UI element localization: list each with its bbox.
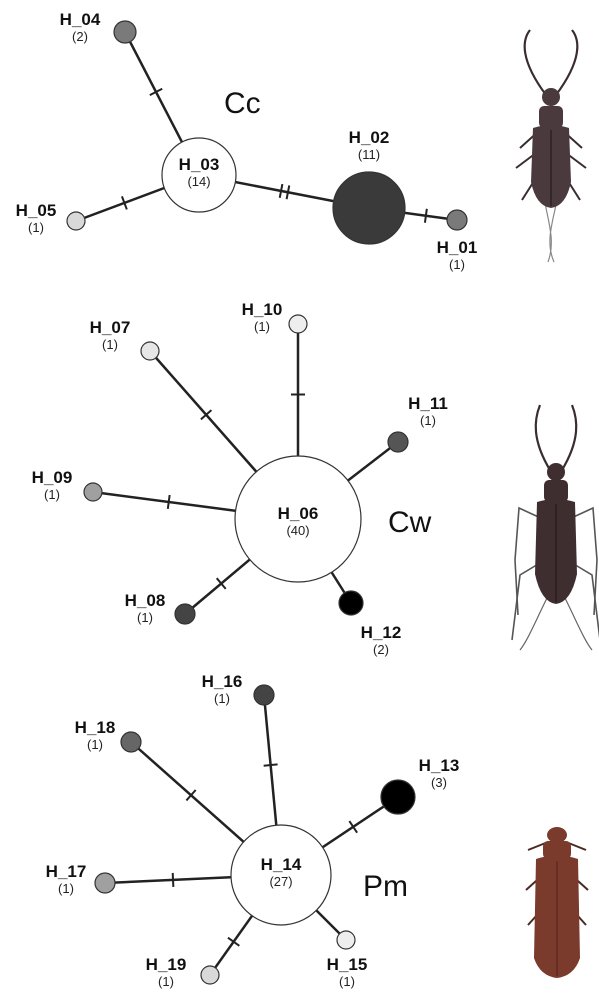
haplotype-label: H_19: [146, 955, 187, 974]
haplotype-count: (1): [339, 974, 355, 989]
mutation-tick: [425, 209, 427, 223]
haplotype-count: (1): [137, 610, 153, 625]
haplotype-count: (11): [358, 147, 380, 162]
haplotype-count: (1): [254, 319, 270, 334]
haplotype-count: (27): [269, 874, 292, 889]
haplotype-count: (1): [158, 974, 174, 989]
haplotype-node-h_08: [175, 604, 195, 624]
haplotype-label: H_17: [46, 862, 87, 881]
haplotype-label: H_15: [327, 955, 368, 974]
haplotype-node-h_13: [381, 780, 415, 814]
haplotype-node-h_18: [121, 732, 141, 752]
haplotype-label: H_14: [261, 855, 302, 874]
haplotype-label: H_18: [75, 718, 116, 737]
haplotype-label: H_06: [278, 504, 319, 523]
species-label-pm: Pm: [363, 870, 408, 903]
haplotype-count: (1): [28, 220, 44, 235]
haplotype-label: H_01: [437, 238, 478, 257]
haplotype-label: H_12: [361, 623, 402, 642]
haplotype-count: (1): [449, 257, 465, 272]
haplotype-count: (2): [373, 642, 389, 657]
haplotype-label: H_11: [408, 394, 448, 413]
haplotype-node-h_04: [114, 21, 136, 43]
haplotype-label: H_09: [32, 468, 73, 487]
mutation-tick: [168, 495, 170, 509]
haplotype-node-h_17: [95, 873, 115, 893]
haplotype-count: (1): [44, 487, 60, 502]
haplotype-node-h_15: [337, 931, 355, 949]
haplotype-node-h_12: [339, 591, 363, 615]
haplotype-count: (1): [420, 413, 436, 428]
haplotype-count: (14): [187, 174, 210, 189]
beetle-image-pm: [526, 827, 588, 978]
haplotype-count: (1): [102, 337, 118, 352]
beetle-image-cw: [512, 405, 599, 650]
beetle-image-cc: [516, 30, 586, 262]
haplotype-label: H_07: [90, 318, 131, 337]
mutation-tick: [349, 821, 357, 833]
haplotype-count: (2): [72, 29, 88, 44]
haplotype-label: H_03: [179, 155, 220, 174]
mutation-tick: [264, 764, 278, 765]
haplotype-node-h_10: [289, 315, 307, 333]
haplotype-node-h_11: [388, 432, 408, 452]
haplotype-node-h_09: [84, 483, 102, 501]
haplotype-label: H_13: [419, 756, 460, 775]
haplotype-node-h_02: [333, 172, 405, 244]
haplotype-label: H_08: [125, 591, 166, 610]
haplotype-node-h_05: [67, 212, 85, 230]
haplotype-label: H_16: [202, 672, 243, 691]
mutation-tick: [173, 873, 174, 887]
species-label-cw: Cw: [388, 506, 432, 539]
haplotype-node-h_07: [141, 342, 159, 360]
haplotype-node-h_01: [447, 210, 467, 230]
haplotype-count: (1): [58, 881, 74, 896]
haplotype-count: (3): [431, 775, 447, 790]
haplotype-label: H_04: [60, 10, 101, 29]
haplotype-label: H_02: [349, 128, 390, 147]
mutation-tick: [280, 184, 283, 198]
mutation-tick: [287, 185, 290, 199]
haplotype-count: (1): [214, 691, 230, 706]
haplotype-count: (1): [87, 737, 103, 752]
haplotype-node-h_19: [201, 966, 219, 984]
haplotype-label: H_05: [16, 201, 57, 220]
haplotype-node-h_16: [254, 685, 274, 705]
mutation-tick: [228, 938, 239, 946]
haplotype-count: (40): [286, 523, 309, 538]
haplotype-label: H_10: [242, 300, 283, 319]
species-label-cc: Cc: [224, 87, 261, 120]
